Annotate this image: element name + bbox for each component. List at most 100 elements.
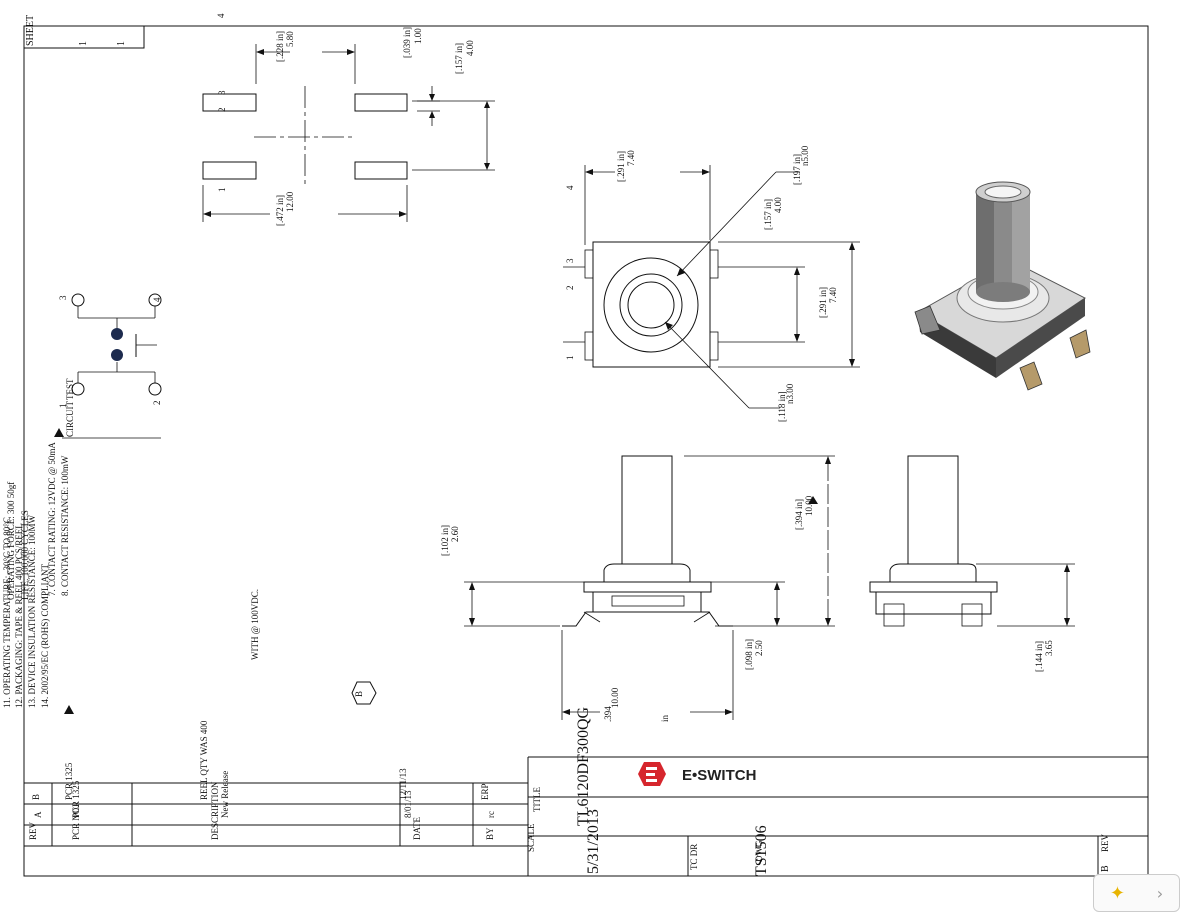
row-b-pcr: PCR 1325	[64, 762, 74, 800]
right-dim-in: [.144 in]	[1034, 641, 1044, 672]
row-b-desc: REEL QTY WAS 400	[199, 720, 209, 800]
circuit-pin-3: 3	[58, 295, 68, 300]
side-dim-cap-mm: 2.60	[450, 526, 460, 542]
pin-label-3: 3	[565, 258, 575, 263]
rev-header: REV	[28, 821, 38, 840]
date-header: DATE	[412, 817, 422, 840]
rev-label: REV	[1100, 833, 1110, 852]
pin-label-1: 1	[565, 356, 575, 361]
note-11: 11. OPERATING TEMPERATURE: -30°C TO 80°C	[2, 517, 12, 708]
side-dim-width-unit: in	[660, 714, 670, 722]
chevron-right-icon[interactable]: ›	[1156, 883, 1164, 903]
pcb-dim-gap-in: [.039 in]	[402, 27, 412, 58]
dwg-number: TS1506	[753, 825, 770, 876]
side-dim-total-in: [.394 in]	[794, 499, 804, 530]
by-header: BY	[485, 827, 495, 840]
side-view-right: [.144 in] 3.65	[869, 455, 1075, 672]
title-block: E•SWITCH TITLE TL6120DF300QG SCALE 5/31/…	[526, 706, 1148, 876]
row-b-date: 12/11/13	[398, 768, 408, 800]
side-dim-cap-in: [.102 in]	[440, 525, 450, 556]
note-force: OPERATING FORCE: 300 50gf	[6, 482, 16, 600]
pcb-dim-width-in: [.228 in]	[275, 31, 285, 62]
side-dim-width-mm: 10.00	[610, 687, 620, 708]
top-dim-inner-mm: n3.00	[785, 383, 795, 404]
row-a-pcr: PCR 1325	[71, 780, 81, 818]
revision-table: REV PCR NO. DESCRIPTION DATE BY A PCR 13…	[24, 720, 528, 847]
pcb-pad	[202, 93, 257, 112]
pad-label-1: 1	[217, 188, 227, 193]
dwg-label: DWG	[754, 840, 764, 862]
drawn-label: TC DR	[689, 844, 699, 870]
date-value: 5/31/2013	[585, 809, 602, 874]
top-dim-body-in: [.291 in]	[616, 151, 626, 182]
circuit-diagram: 3 4 1 2 CIRCUIT TEST	[54, 293, 162, 439]
circuit-pin-2: 2	[152, 401, 162, 406]
top-dim-side-mm: 7.40	[828, 287, 838, 303]
circuit-pin-1: 1	[58, 404, 68, 409]
circuit-pin-4: 4	[152, 297, 162, 302]
pin-label-4: 4	[565, 185, 575, 190]
pcb-dim-gap-mm: 1.00	[413, 28, 423, 44]
circuit-label-test: TEST	[65, 378, 75, 400]
switch-3d-render	[914, 181, 1091, 391]
actuator-circle	[627, 281, 675, 329]
top-dim-inner-in: [.118 in]	[777, 391, 787, 422]
scale-label: SCALE	[526, 823, 536, 852]
eswitch-logo	[638, 762, 666, 786]
right-dim-mm: 3.65	[1044, 640, 1054, 656]
part-number: TL6120DF300QG	[575, 706, 592, 826]
notes: 8. CONTACT RESISTANCE: 100mW 7. CONTACT …	[2, 442, 260, 714]
logo-text: E•SWITCH	[682, 767, 756, 784]
cap-ring	[619, 273, 683, 337]
note-withstand: WITH @ 100VDC.	[250, 589, 260, 660]
pcb-dim-height-mm: 4.00	[465, 40, 475, 56]
pcb-pad	[354, 93, 408, 112]
revision-marker	[351, 681, 377, 705]
row-a-desc: New Release	[220, 771, 230, 818]
cap-outer-circle	[603, 257, 699, 353]
revision-marker-label: B	[354, 691, 364, 697]
sheet-of: 1	[116, 41, 127, 46]
note-7: 7. CONTACT RATING: 12VDC @ 50mA	[47, 442, 57, 596]
viewer-logo-icon: ✦	[1109, 882, 1125, 904]
corner-mark: 4	[216, 13, 226, 18]
pcb-pad	[354, 161, 408, 180]
row-b-rev: B	[31, 794, 41, 800]
pcb-layout: 3 2 1 [.228 in] 5.80 [.039 in] 1.00 [.15…	[202, 27, 495, 226]
sheet-number: 1	[78, 41, 89, 46]
pcb-dim-total-in: [.472 in]	[275, 195, 285, 226]
pad-label-3: 3	[217, 90, 227, 95]
note-life: LIFE: 100,000 CYCLES	[20, 510, 30, 600]
top-dim-outer-in: [.197 in]	[792, 154, 802, 185]
side-dim-total-mm: 10.00	[804, 495, 814, 516]
rev-value: B	[1100, 865, 1111, 872]
side-dim-width-in: .394	[603, 706, 613, 722]
top-dim-outer-mm: n5.00	[800, 145, 810, 166]
circuit-label: CIRCUIT	[65, 400, 75, 437]
pin-label-2: 2	[565, 286, 575, 291]
pcb-dim-width-mm: 5.80	[285, 31, 295, 47]
pad-label-2: 2	[217, 108, 227, 113]
desc-header: DESCRIPTION	[210, 781, 220, 840]
pcb-dim-height-in: [.157 in]	[454, 43, 464, 74]
actuator-stem	[621, 455, 673, 565]
title-label: TITLE	[532, 787, 542, 812]
switch-body-outline	[592, 241, 711, 368]
sheet-label: SHEET	[25, 15, 36, 46]
top-view: 4 3 2 1 [.291 in] 7.40 [.197 in] n5.00 […	[563, 145, 860, 422]
row-a-by: rc	[486, 811, 496, 818]
note-12: 12. PACKAGING: TAPE & REEL 400 PCS/REEL	[14, 523, 24, 708]
top-dim-pin-mm: 4.00	[773, 197, 783, 213]
viewer-nav-button[interactable]: ✦ ›	[1093, 874, 1180, 912]
side-view-front: [.394 in] 10.00 [.102 in] 2.60 [.098 in]…	[440, 455, 835, 722]
side-dim-body-mm: 2.50	[754, 640, 764, 656]
pcb-dim-total-mm: 12.00	[285, 191, 295, 212]
row-a-date: 8/01/13	[403, 790, 413, 818]
side-dim-body-in: [.098 in]	[744, 639, 754, 670]
note-8: 8. CONTACT RESISTANCE: 100mW	[60, 455, 70, 596]
top-dim-side-in: [.291 in]	[818, 287, 828, 318]
sheet-box	[23, 25, 145, 49]
revision-triangle	[808, 496, 818, 504]
row-a-rev: A	[33, 811, 43, 818]
